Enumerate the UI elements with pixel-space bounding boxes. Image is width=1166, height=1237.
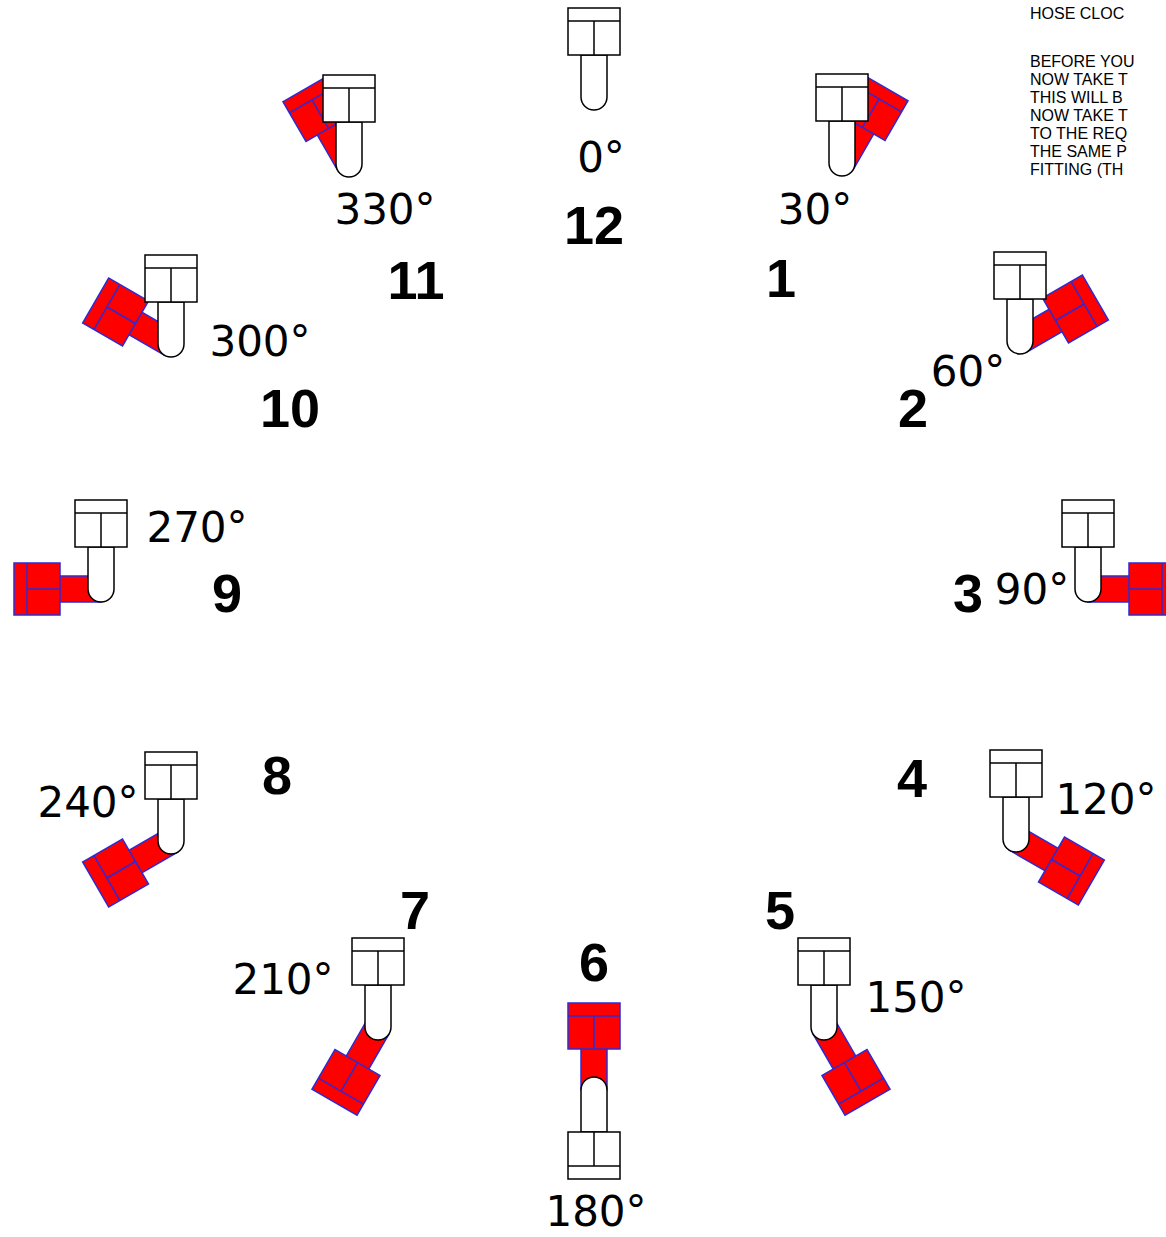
fitting-300 (83, 255, 197, 367)
note-text: THE SAME P (1030, 144, 1127, 160)
clock-number: 5 (765, 883, 795, 937)
fitting-270 (14, 500, 127, 615)
fitting-60 (994, 252, 1108, 364)
clock-number: 4 (897, 751, 927, 805)
fitting-180 (568, 1003, 620, 1179)
clock-number: 9 (212, 566, 242, 620)
fitting-90 (1062, 500, 1166, 615)
fitting-120 (990, 750, 1104, 905)
angle-label: 180° (545, 1191, 646, 1233)
note-text: THIS WILL B (1030, 90, 1123, 106)
fitting-330 (283, 75, 375, 177)
note-text: NOW TAKE T (1030, 72, 1128, 88)
clock-number: 7 (400, 883, 430, 937)
angle-label: 270° (146, 507, 247, 549)
angle-label: 90° (995, 569, 1069, 611)
angle-label: 240° (37, 782, 138, 824)
note-text: TO THE REQ (1030, 126, 1127, 142)
fitting-240 (83, 752, 197, 907)
note-text: BEFORE YOU (1030, 54, 1135, 70)
angle-label: 30° (778, 189, 852, 231)
clock-number: 11 (387, 253, 444, 307)
angle-label: 210° (232, 959, 333, 1001)
note-text: HOSE CLOC (1030, 6, 1124, 22)
clock-number: 1 (766, 251, 796, 305)
angle-label: 330° (334, 189, 435, 231)
angle-label: 0° (577, 137, 625, 179)
fitting-0 (568, 8, 620, 110)
clock-number: 12 (564, 198, 624, 252)
clock-number: 3 (953, 566, 983, 620)
note-text: FITTING (TH (1030, 162, 1123, 178)
angle-label: 120° (1055, 779, 1156, 821)
fitting-150 (798, 938, 890, 1115)
clock-number: 2 (898, 381, 928, 435)
clock-number: 8 (262, 748, 292, 802)
angle-label: 60° (931, 351, 1005, 393)
angle-label: 150° (865, 977, 966, 1019)
angle-label: 300° (209, 321, 310, 363)
fitting-30 (816, 74, 908, 176)
clock-number: 6 (579, 935, 609, 989)
clock-number: 10 (260, 381, 320, 435)
note-text: NOW TAKE T (1030, 108, 1128, 124)
